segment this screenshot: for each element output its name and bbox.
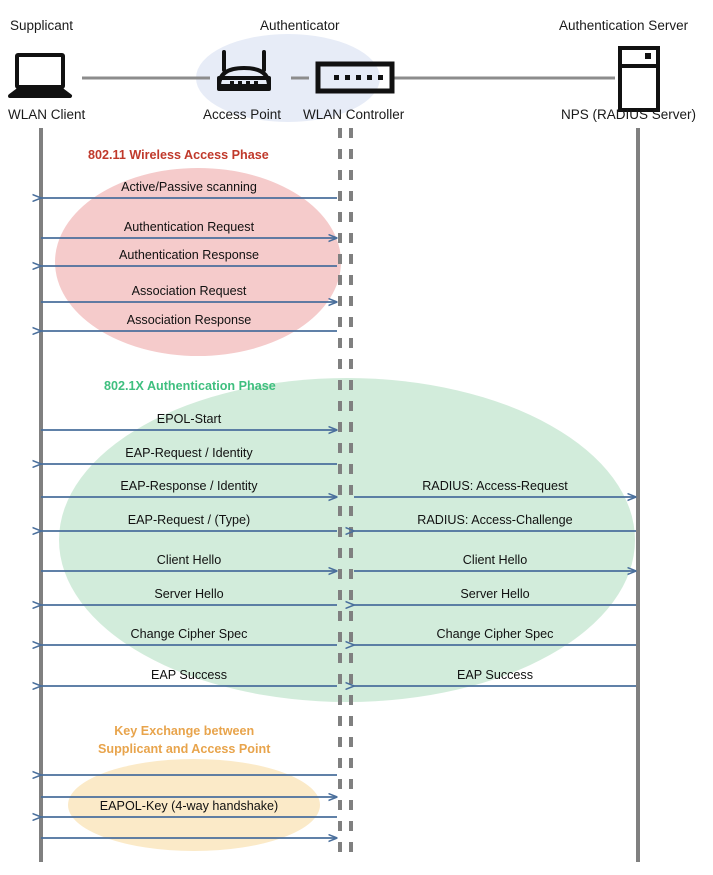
message-label-right-1: RADIUS: Access-Challenge [417, 513, 573, 527]
message-label-left-0: Active/Passive scanning [121, 180, 257, 194]
message-label-left-12: EAP Success [150, 668, 228, 682]
message-label-right-2: Client Hello [462, 553, 528, 567]
message-label-left-5: EPOL-Start [156, 412, 222, 426]
message-label-left-2: Authentication Response [118, 248, 260, 262]
phase-title-key-exchange-line1: Key Exchange between [114, 724, 255, 738]
actor-device-nps: NPS (RADIUS Server) [561, 107, 697, 122]
message-label-left-4: Association Response [126, 313, 252, 327]
message-label-right-3: Server Hello [460, 587, 530, 601]
server-icon [618, 46, 660, 112]
phase-title-key-exchange-line2: Supplicant and Access Point [98, 742, 271, 756]
phase-title-wireless-access: 802.11 Wireless Access Phase [88, 148, 269, 162]
message-label-left-3: Association Request [131, 284, 247, 298]
phase-ellipse-wireless-access [55, 168, 341, 356]
message-label-left-9: Client Hello [156, 553, 222, 567]
message-label-left-7: EAP-Response / Identity [120, 479, 258, 493]
message-label-left-15: EAPOL-Key (4-way handshake) [99, 799, 279, 813]
message-label-right-0: RADIUS: Access-Request [422, 479, 568, 493]
message-label-left-1: Authentication Request [123, 220, 255, 234]
phase-ellipse-key-exchange [68, 759, 320, 851]
actor-role-authentication-server: Authentication Server [559, 18, 689, 33]
message-label-right-5: EAP Success [456, 668, 534, 682]
actor-role-supplicant: Supplicant [10, 18, 74, 33]
actor-role-authenticator: Authenticator [260, 18, 340, 33]
wlan-controller-icon [315, 61, 395, 94]
actor-device-wlan-client: WLAN Client [8, 107, 86, 122]
message-label-left-11: Change Cipher Spec [130, 627, 248, 641]
actor-device-wlan-controller: WLAN Controller [303, 107, 405, 122]
phase-ellipse-dot1x-auth [59, 378, 635, 702]
authenticator-halo [196, 34, 380, 122]
actor-device-access-point: Access Point [203, 107, 282, 122]
message-arrow-group-left [41, 198, 337, 838]
message-label-left-6: EAP-Request / Identity [125, 446, 253, 460]
message-label-left-8: EAP-Request / (Type) [127, 513, 251, 527]
message-arrow-group-right [354, 497, 636, 686]
laptop-icon [8, 53, 72, 98]
phase-title-dot1x-auth: 802.1X Authentication Phase [104, 379, 276, 393]
phase-title-key-exchange: Key Exchange between Supplicant and Acce… [98, 722, 270, 758]
message-label-left-10: Server Hello [154, 587, 224, 601]
access-point-icon [217, 50, 271, 91]
message-label-right-4: Change Cipher Spec [436, 627, 554, 641]
